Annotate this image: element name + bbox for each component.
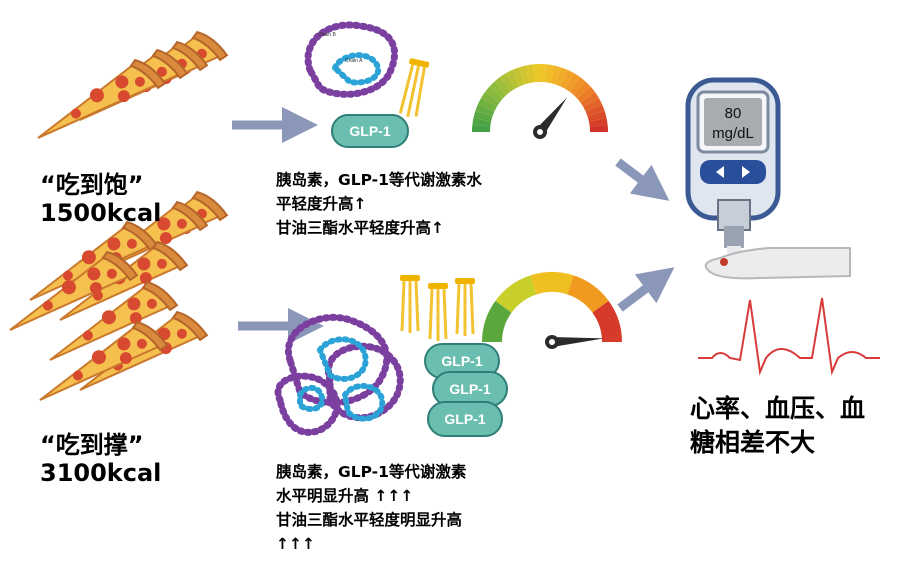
- pizza-slice-icon: [23, 52, 169, 139]
- glp1-badge-label: GLP-1: [449, 381, 490, 397]
- gauge-segment: [475, 104, 495, 117]
- gauge-segment: [512, 67, 525, 87]
- gauge-segment: [494, 76, 511, 95]
- gauge-segment: [477, 98, 497, 112]
- protein-chain-icon: Chain B Chain A: [304, 21, 398, 98]
- gauge-segment: [473, 110, 493, 122]
- gauge-segment: [530, 272, 574, 295]
- result-line: 心率、血压、血: [690, 394, 866, 423]
- bottom-meal-label: “吃到撑”: [40, 431, 144, 459]
- gauge-segment: [565, 73, 580, 92]
- glp1-badge-label: GLP-1: [349, 123, 390, 139]
- result-line: 糖相差不大: [690, 428, 816, 457]
- gauge-segment: [588, 117, 608, 127]
- ecg-icon: [698, 297, 880, 376]
- gauge-segment: [585, 104, 605, 117]
- glp1-badge-stack: GLP-1 GLP-1 GLP-1: [424, 343, 508, 437]
- finger-icon: [704, 247, 851, 280]
- desc-line: 胰岛素，GLP-1等代谢激素水: [276, 171, 482, 189]
- gauge-segment: [472, 117, 492, 127]
- gauge-segment: [489, 81, 507, 99]
- top-meal-label: “吃到饱”: [40, 171, 144, 199]
- gauge-needle: [551, 337, 604, 347]
- gauge-icon: [482, 272, 622, 349]
- gauge-segment: [580, 92, 599, 107]
- gauge-segment: [472, 124, 491, 132]
- gauge-segment: [506, 69, 520, 89]
- desc-line: 甘油三酯水平轻度升高↑: [276, 219, 444, 237]
- top-description: 胰岛素，GLP-1等代谢激素水 平轻度升高↑ 甘油三酯水平轻度升高↑: [276, 168, 482, 240]
- protein-chain-icon: [274, 313, 404, 436]
- bottom-kcal-label: 3100kcal: [40, 459, 162, 487]
- gauge-icon: [472, 64, 608, 139]
- gauge-segment: [560, 69, 574, 89]
- glp1-badge-label: GLP-1: [441, 353, 482, 369]
- gauge-segment: [550, 65, 562, 85]
- gauge-segment: [569, 76, 586, 95]
- desc-line: ↑↑↑: [276, 535, 315, 553]
- gauge-segment: [587, 110, 607, 122]
- gauge-segment: [592, 300, 622, 342]
- gauge-segment: [573, 81, 591, 99]
- gauge-segment: [545, 64, 555, 84]
- gauge-segment: [500, 73, 515, 92]
- gauge-segment: [555, 67, 568, 87]
- glp1-badge-label: GLP-1: [444, 411, 485, 427]
- gauge-segment: [532, 64, 540, 83]
- top-kcal-label: 1500kcal: [40, 199, 162, 227]
- desc-line: 平轻度升高↑: [276, 195, 367, 213]
- lipid-icon: [396, 56, 432, 121]
- meter-unit: mg/dL: [712, 125, 754, 142]
- meter-value: 80: [725, 105, 742, 122]
- svg-text:Chain B: Chain B: [318, 32, 336, 38]
- gauge-segment: [484, 86, 503, 103]
- gauge-segment: [567, 275, 609, 313]
- svg-text:Chain A: Chain A: [345, 58, 363, 64]
- gauge-segment: [583, 98, 603, 112]
- top-pizza-stack: [23, 24, 231, 139]
- gauge-segment: [589, 124, 608, 132]
- glp1-badge: GLP-1: [331, 114, 409, 148]
- gauge-segment: [495, 275, 537, 313]
- result-text: 心率、血压、血 糖相差不大: [690, 392, 865, 460]
- gauge-segment: [518, 65, 530, 85]
- arrow-icon: [232, 107, 675, 344]
- gauge-needle: [536, 97, 568, 136]
- desc-line: 水平明显升高 ↑↑↑: [276, 487, 414, 505]
- lipid-icon: [398, 273, 477, 343]
- gauge-segment: [481, 92, 500, 107]
- gauge-segment: [540, 64, 548, 83]
- desc-line: 胰岛素，GLP-1等代谢激素: [276, 463, 467, 481]
- gauge-segment: [525, 64, 535, 84]
- gauge-segment: [577, 86, 596, 103]
- desc-line: 甘油三酯水平轻度明显升高: [276, 511, 463, 529]
- bottom-description: 胰岛素，GLP-1等代谢激素 水平明显升高 ↑↑↑ 甘油三酯水平轻度明显升高 ↑…: [276, 460, 466, 556]
- gauge-segment: [482, 300, 512, 342]
- glucose-meter-icon: 80 mg/dL: [685, 77, 781, 256]
